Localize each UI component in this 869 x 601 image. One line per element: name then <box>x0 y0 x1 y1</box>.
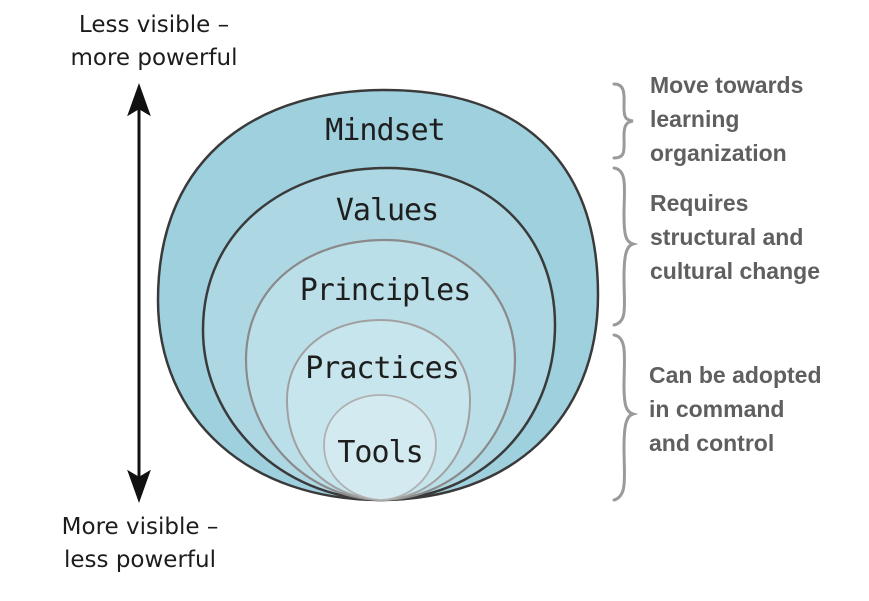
layer-label-tools: Tools <box>337 435 422 470</box>
note-line: and control <box>649 430 775 456</box>
layer-label-mindset: Mindset <box>325 113 444 148</box>
top-axis-label-line2: more powerful <box>70 45 238 71</box>
note-mindset: Move towards learning organization <box>650 68 803 170</box>
layer-tools <box>323 394 437 501</box>
arrow-head-up <box>127 83 151 117</box>
bottom-axis-label-line1: More visible – <box>61 514 219 540</box>
layer-label-values: Values <box>336 193 438 228</box>
layer-label-principles: Principles <box>300 273 471 308</box>
bottom-axis-label-line2: less powerful <box>64 547 216 573</box>
note-line: organization <box>650 140 787 166</box>
note-practices-tools: Can be adopted in command and control <box>649 358 822 460</box>
note-line: in command <box>649 396 785 422</box>
note-line: Requires <box>650 190 749 216</box>
brace-mindset <box>612 82 634 160</box>
top-axis-label: Less visible – more powerful <box>34 9 274 75</box>
note-line: structural and <box>650 224 804 250</box>
note-line: learning <box>650 106 740 132</box>
layer-label-practices: Practices <box>305 351 459 386</box>
note-line: Move towards <box>650 72 804 98</box>
bottom-axis-label: More visible – less powerful <box>20 511 260 577</box>
brace-values-principles <box>612 166 639 327</box>
top-axis-label-line1: Less visible – <box>78 12 230 38</box>
note-values-principles: Requires structural and cultural change <box>650 186 820 288</box>
visibility-arrow <box>127 83 151 503</box>
note-line: cultural change <box>650 258 820 284</box>
brace-practices-tools <box>612 333 639 502</box>
arrow-head-down <box>127 469 151 503</box>
note-line: Can be adopted <box>649 362 822 388</box>
